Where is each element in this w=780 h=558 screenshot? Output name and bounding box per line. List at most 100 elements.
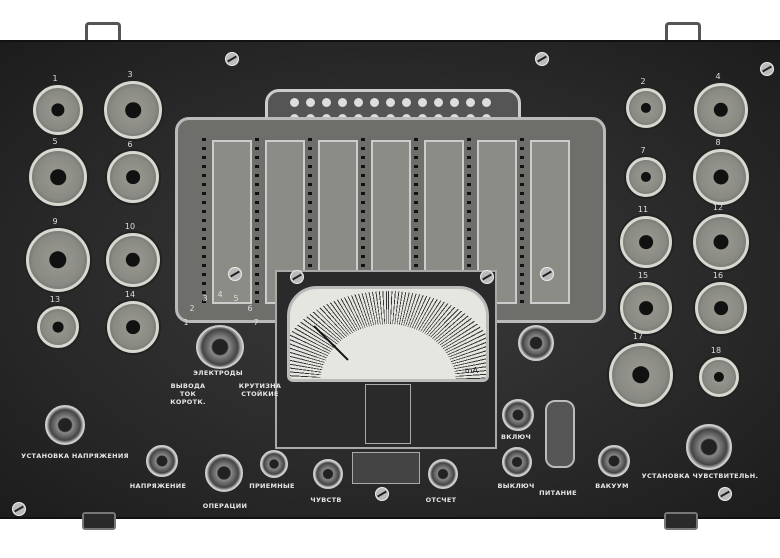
screw: [228, 267, 242, 281]
socket-number: 8: [715, 138, 721, 147]
selector-position-label: 6: [247, 304, 253, 313]
tube-socket[interactable]: [29, 148, 87, 206]
electrodes-selector[interactable]: [196, 325, 244, 369]
voltage-setting-label: УСТАНОВКА НАПРЯЖЕНИЯ: [21, 452, 129, 460]
socket-hole: [50, 169, 66, 185]
socket-number: 15: [637, 271, 649, 280]
sensitivity-setting-knob[interactable]: [686, 424, 732, 470]
connector-pin[interactable]: [386, 98, 395, 107]
tube-socket[interactable]: [693, 214, 749, 270]
connector-pin[interactable]: [466, 98, 475, 107]
connector-pin[interactable]: [338, 98, 347, 107]
socket-hole: [125, 102, 141, 118]
connector-pin[interactable]: [290, 98, 299, 107]
tube-socket[interactable]: [33, 85, 83, 135]
screw: [535, 52, 549, 66]
tube-socket[interactable]: [693, 149, 749, 205]
operations-label: ОПЕРАЦИИ: [202, 502, 248, 510]
socket-hole: [126, 170, 140, 184]
transconductance-label: КРУТИЗНА СТОЙКИЕ: [238, 382, 282, 398]
socket-number: 13: [49, 295, 61, 304]
receiving-jack[interactable]: [260, 450, 288, 478]
tube-socket[interactable]: [620, 282, 672, 334]
tube-tester-panel: mA ЭЛЕКТРОДЫ ВЫВОДА ТОК КОРОТК. КРУТИЗНА…: [0, 40, 780, 519]
meter-housing: mA: [275, 270, 497, 449]
card-slot[interactable]: [477, 140, 517, 304]
socket-hole: [639, 235, 653, 249]
hole-column: [361, 138, 365, 303]
vacuum-label: ВАКУУМ: [595, 482, 629, 490]
tube-socket[interactable]: [609, 343, 673, 407]
foot-right: [664, 512, 698, 530]
meter-face: mA: [287, 286, 489, 382]
jack-right-upper[interactable]: [518, 325, 554, 361]
operations-switch[interactable]: [205, 454, 243, 492]
sensitivity-knob[interactable]: [313, 459, 343, 489]
voltage-label: НАПРЯЖЕНИЕ: [129, 482, 187, 490]
socket-number: 12: [712, 203, 724, 212]
socket-number: 10: [124, 222, 136, 231]
tube-socket[interactable]: [106, 233, 160, 287]
socket-number: 7: [640, 146, 646, 155]
connector-pin[interactable]: [434, 98, 443, 107]
selector-position-label: 2: [189, 304, 195, 313]
screw: [480, 270, 494, 284]
vacuum-jack[interactable]: [598, 445, 630, 477]
tube-socket[interactable]: [107, 301, 159, 353]
socket-hole: [640, 102, 652, 114]
tube-socket[interactable]: [694, 83, 748, 137]
socket-number: 16: [712, 271, 724, 280]
socket-hole: [713, 371, 725, 383]
switch-on-label: ВКЛЮЧ: [500, 433, 532, 441]
switch-on-button[interactable]: [502, 399, 534, 431]
handle-left: [85, 22, 121, 41]
reading-label: ОТСЧЕТ: [425, 496, 457, 504]
socket-hole: [49, 251, 67, 269]
nameplate: [352, 452, 420, 484]
tube-socket[interactable]: [26, 228, 90, 292]
connector-pin[interactable]: [402, 98, 411, 107]
hole-column: [414, 138, 418, 303]
tube-socket[interactable]: [695, 282, 747, 334]
tube-socket[interactable]: [699, 357, 739, 397]
connector-pin[interactable]: [322, 98, 331, 107]
switch-off-toggle[interactable]: [502, 447, 532, 477]
connector-pin[interactable]: [370, 98, 379, 107]
tube-socket[interactable]: [37, 306, 79, 348]
tube-socket[interactable]: [104, 81, 162, 139]
socket-hole: [640, 171, 652, 183]
hole-column: [308, 138, 312, 303]
reading-button[interactable]: [428, 459, 458, 489]
socket-hole: [713, 169, 729, 185]
socket-hole: [639, 301, 653, 315]
socket-hole: [713, 234, 729, 250]
connector-pin[interactable]: [418, 98, 427, 107]
power-fuse-holder[interactable]: [545, 400, 575, 468]
tube-socket[interactable]: [626, 88, 666, 128]
socket-number: 5: [52, 137, 58, 146]
meter-window: [365, 384, 411, 444]
socket-number: 3: [127, 70, 133, 79]
selector-position-label: 7: [253, 318, 259, 327]
selector-position-label: 1: [183, 318, 189, 327]
tube-socket[interactable]: [620, 216, 672, 268]
connector-pin[interactable]: [450, 98, 459, 107]
socket-hole: [713, 102, 729, 118]
meter-unit: mA: [464, 366, 478, 375]
screw: [290, 270, 304, 284]
screw: [375, 487, 389, 501]
card-slot[interactable]: [530, 140, 570, 304]
screw: [225, 52, 239, 66]
power-label: ПИТАНИЕ: [539, 489, 577, 497]
voltage-setting-knob[interactable]: [45, 405, 85, 445]
voltage-knob[interactable]: [146, 445, 178, 477]
sensitivity-label: ЧУВСТВ: [310, 496, 342, 504]
short-circuit-label: ВЫВОДА ТОК КОРОТК.: [170, 382, 206, 406]
hole-column: [467, 138, 471, 303]
tube-socket[interactable]: [626, 157, 666, 197]
connector-pin[interactable]: [354, 98, 363, 107]
tube-socket[interactable]: [107, 151, 159, 203]
connector-pin[interactable]: [306, 98, 315, 107]
connector-pin[interactable]: [482, 98, 491, 107]
receiving-label: ПРИЕМНЫЕ: [249, 482, 295, 490]
